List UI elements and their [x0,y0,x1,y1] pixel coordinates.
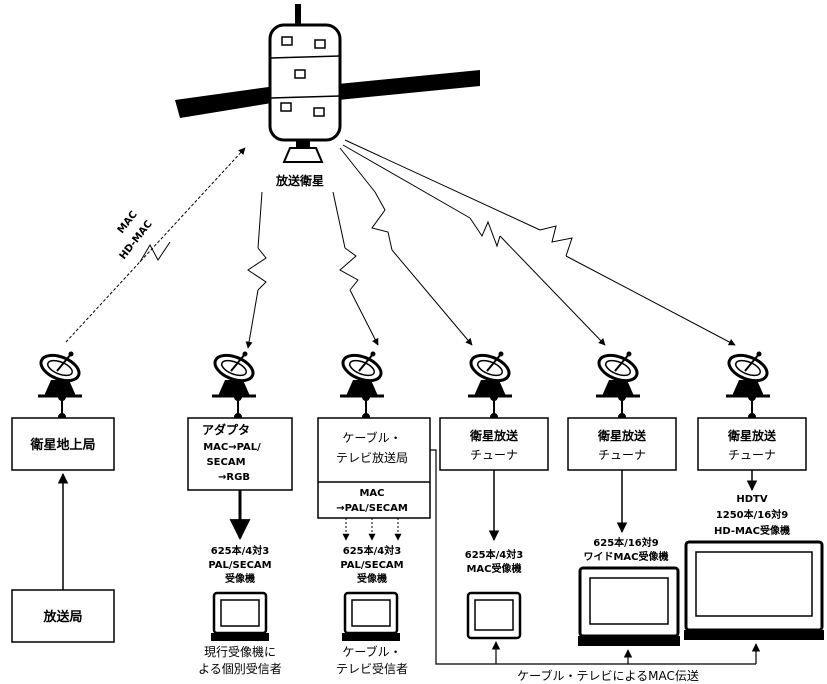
receiver-1-line-3: 受像機 [225,572,255,585]
tv-set-5-hdtv [684,542,824,640]
cable-transmission-label: ケーブル・テレビによるMAC伝送 [517,668,699,683]
tv-set-1 [211,593,269,641]
satellite-body [270,25,340,140]
receiver-4-line-2: ワイドMAC受像機 [583,550,668,563]
tuner-2-line-2: チューナ [598,448,646,462]
cable-station-line-2: テレビ放送局 [336,450,408,465]
dish-tuner-2 [595,350,640,396]
tuner-3-line-2: チューナ [728,448,776,462]
satellite-feed-horn [284,148,322,162]
uplink-link [66,148,245,342]
viewer-2-line-1: ケーブル・ [342,644,401,659]
solar-panel-right [338,70,480,100]
receiver-2-line-3: 受像機 [357,572,387,585]
dish-adapter [211,350,256,396]
tv-set-3 [468,593,520,638]
cable-station-sub-2: →PAL/SECAM [336,503,408,514]
broadcast-satellite [175,4,480,162]
viewer-1-line-2: よる個別受信者 [198,662,282,676]
satellite-antenna [295,4,301,26]
downlink-adapter [248,192,266,348]
dish-ground-station [37,350,82,396]
receiver-5-line-2: 1250本/16対9 [716,508,788,521]
downlink-tuner-3 [345,140,735,345]
adapter-title: アダプタ [202,422,250,437]
tv-set-2 [342,593,400,641]
ground-station-label: 衛星地上局 [29,437,95,453]
adapter-line-1: MAC→PAL/ [203,442,261,453]
cable-station-outputs [346,518,398,540]
cable-station-sub-1: MAC [359,488,384,499]
receiver-2-line-2: PAL/SECAM [340,560,403,571]
receiver-2-line-1: 625本/4対3 [343,544,401,557]
receiver-1-line-2: PAL/SECAM [208,560,271,571]
receiver-5-line-1: HDTV [736,494,767,505]
dish-tuner-3 [725,350,770,396]
tuner-1-line-2: チューナ [470,448,518,462]
adapter-line-3: →RGB [218,472,250,483]
receiver-3-line-1: 625本/4対3 [465,548,523,561]
downlink-cable-station [333,192,378,345]
cable-station-line-1: ケーブル・ [342,430,401,445]
receiver-4-line-1: 625本/16対9 [593,536,658,549]
viewer-2-line-2: テレビ受信者 [336,662,408,676]
viewer-1-line-1: 現行受像機に [204,644,276,659]
downlink-tuner-1 [340,148,472,345]
dish-tuner-1 [467,350,512,396]
tuner-box-2 [568,418,676,470]
receiver-3-line-2: MAC受像機 [466,562,521,575]
receiver-5-line-3: HD-MAC受像機 [714,524,790,537]
satellite-label: 放送衛星 [275,173,324,188]
broadcast-station-label: 放送局 [42,609,82,625]
tuner-2-line-1: 衛星放送 [597,428,647,443]
tuner-1-line-1: 衛星放送 [469,428,519,443]
dish-cable-station [339,350,384,396]
downlink-tuner-2 [343,145,605,345]
tuner-3-line-1: 衛星放送 [727,428,777,443]
adapter-line-2: SECAM [206,457,245,468]
tuner-box-3 [698,418,806,470]
tv-set-4-wide [578,568,680,646]
receiver-1-line-1: 625本/4対3 [211,544,269,557]
tuner-box-1 [440,418,548,470]
